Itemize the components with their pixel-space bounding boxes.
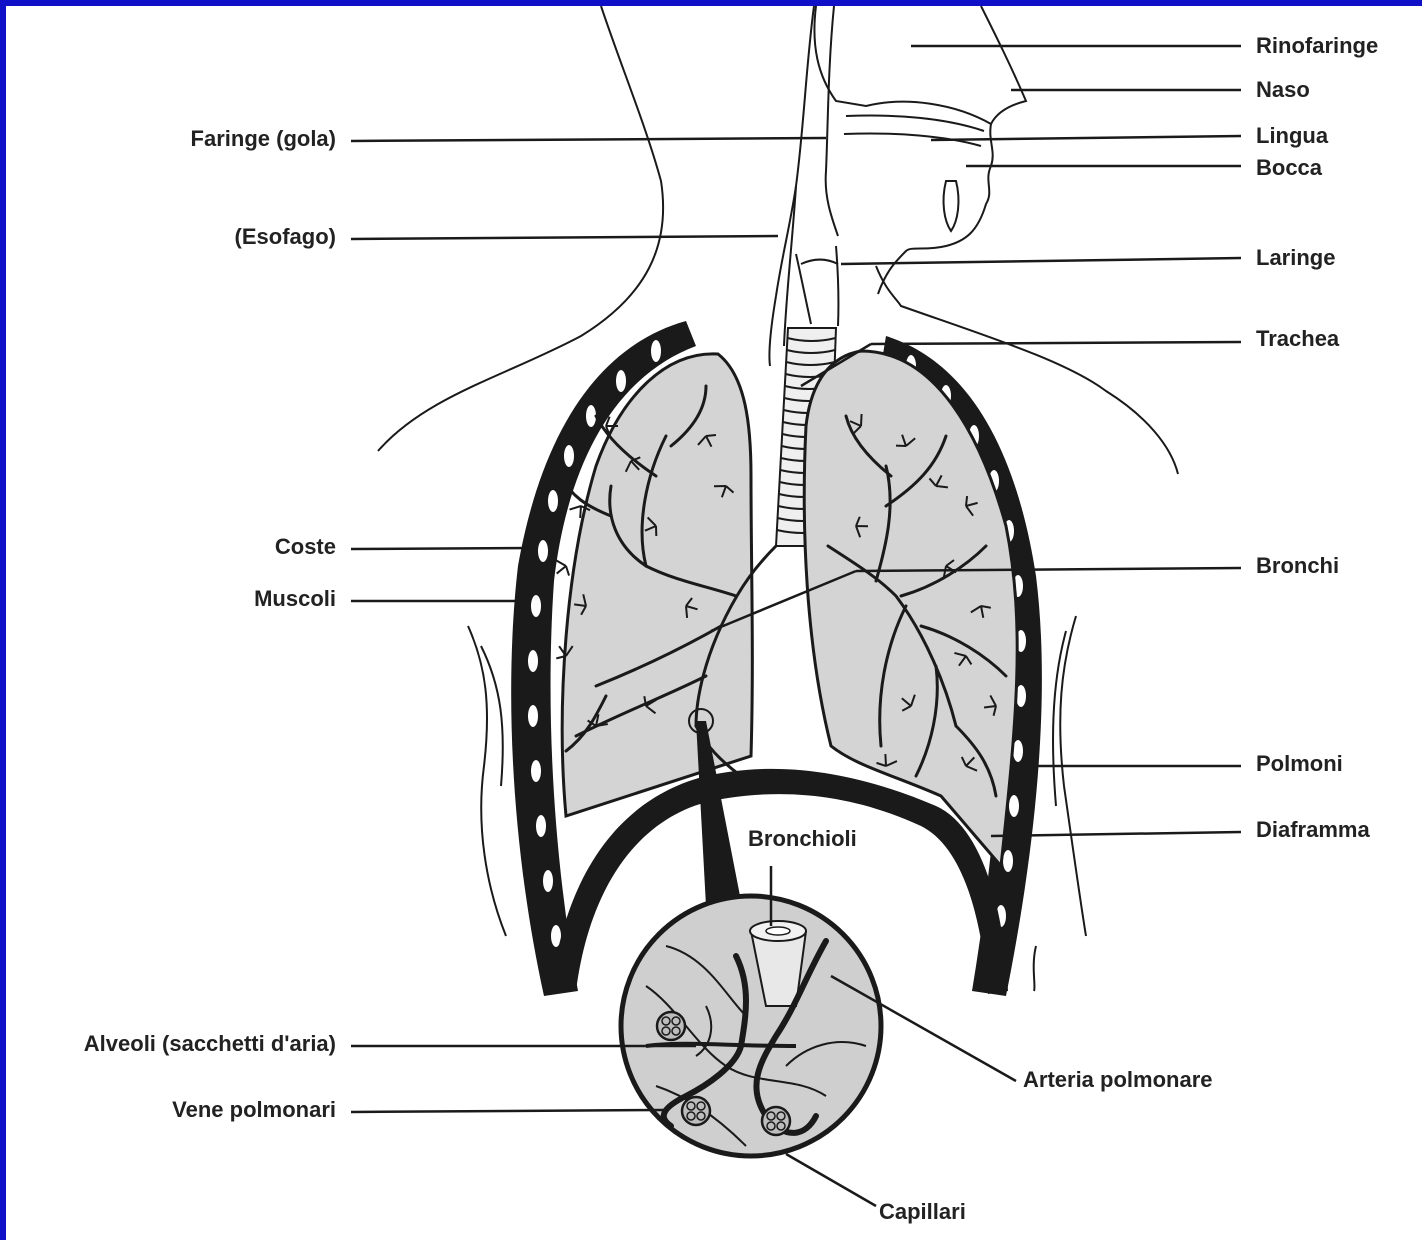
label-coste: Coste <box>275 534 336 560</box>
rib-spot <box>536 815 546 837</box>
label-polmoni: Polmoni <box>1256 751 1343 777</box>
label-arteria-polmonare: Arteria polmonare <box>1023 1067 1213 1093</box>
rib-spot <box>538 540 548 562</box>
rib-spot <box>528 650 538 672</box>
rib-spot <box>543 870 553 892</box>
rib-spot <box>548 490 558 512</box>
rib-spot <box>531 760 541 782</box>
label-bocca: Bocca <box>1256 155 1322 181</box>
label-bronchi: Bronchi <box>1256 553 1339 579</box>
label-rinofaringe: Rinofaringe <box>1256 33 1378 59</box>
label-lingua: Lingua <box>1256 123 1328 149</box>
label-faringe: Faringe (gola) <box>191 126 336 152</box>
label-esofago: (Esofago) <box>235 224 336 250</box>
label-vene-polmonari: Vene polmonari <box>172 1097 336 1123</box>
label-alveoli: Alveoli (sacchetti d'aria) <box>84 1031 336 1057</box>
rib-spot <box>564 445 574 467</box>
pharynx-tube <box>769 6 838 366</box>
rib-spot <box>528 705 538 727</box>
alveolus-cluster <box>762 1107 790 1135</box>
label-muscoli: Muscoli <box>254 586 336 612</box>
rib-spot <box>1003 850 1013 872</box>
label-laringe: Laringe <box>1256 245 1335 271</box>
rib-spot <box>651 340 661 362</box>
rib-spot <box>1009 795 1019 817</box>
label-bronchioli: Bronchioli <box>748 826 857 852</box>
label-diaframma: Diaframma <box>1256 817 1370 843</box>
label-trachea: Trachea <box>1256 326 1339 352</box>
rib-spot <box>1013 740 1023 762</box>
label-capillari: Capillari <box>879 1199 966 1225</box>
diagram-frame: Rinofaringe Naso Lingua Bocca Laringe Tr… <box>6 6 1422 1240</box>
alveoli-inset <box>621 896 881 1156</box>
head-profile <box>814 6 1026 294</box>
rib-spot <box>616 370 626 392</box>
alveolus-cluster <box>657 1012 685 1040</box>
rib-spot <box>531 595 541 617</box>
larynx <box>796 246 838 326</box>
alveolus-cluster <box>682 1097 710 1125</box>
bronchiole-twig <box>556 560 569 575</box>
label-naso: Naso <box>1256 77 1310 103</box>
body-outline <box>378 6 1178 474</box>
